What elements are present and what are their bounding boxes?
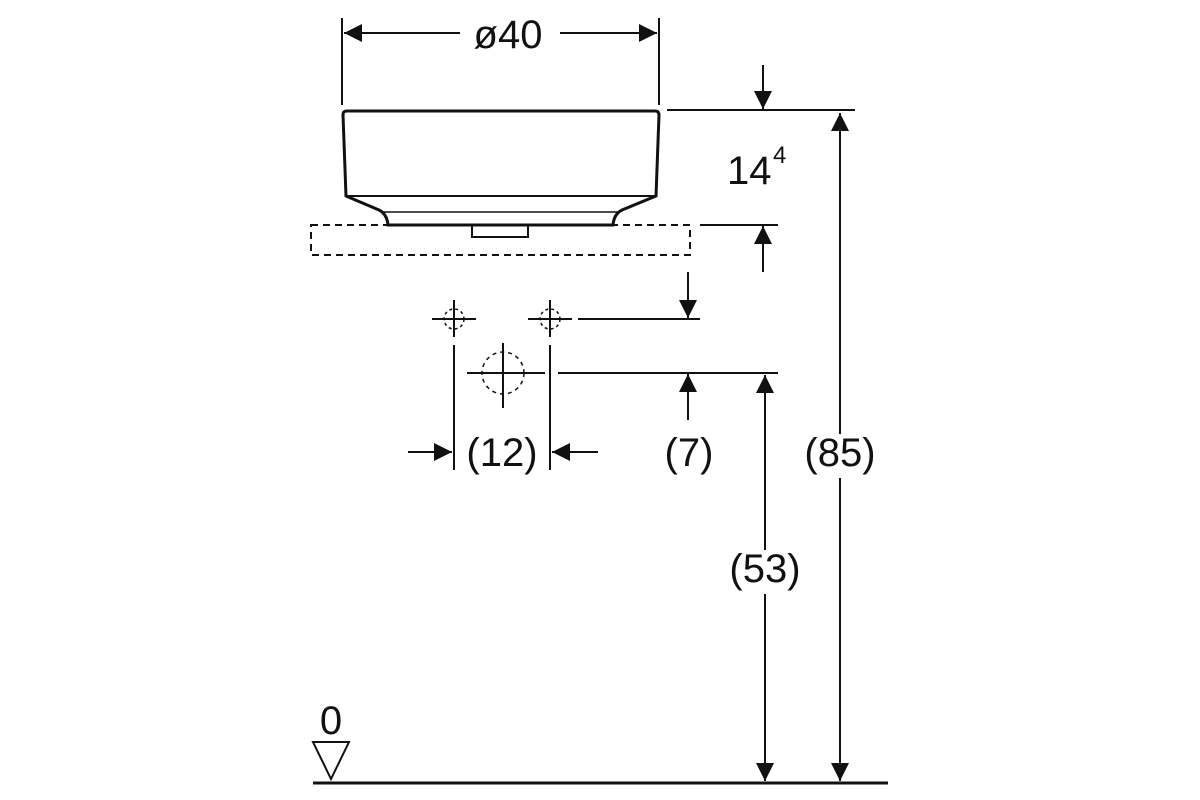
countertop-dashed [310,224,691,256]
drain-height-label: (53) [729,547,800,591]
basin-height-label: 14 [727,149,772,193]
tap-connections [408,272,700,470]
floor-level-label: 0 [320,699,342,743]
drain-connection [467,343,778,420]
tap-offset-label: (7) [665,431,714,475]
total-height-label: (85) [804,431,875,475]
basin-height-dimension [667,65,855,272]
floor-level-triangle [311,741,351,782]
diameter-dimension [341,18,660,105]
basin-outline [341,109,661,238]
tap-spacing-label: (12) [466,431,537,475]
diameter-label: ø40 [474,13,543,57]
basin-height-superscript: 4 [773,142,786,169]
